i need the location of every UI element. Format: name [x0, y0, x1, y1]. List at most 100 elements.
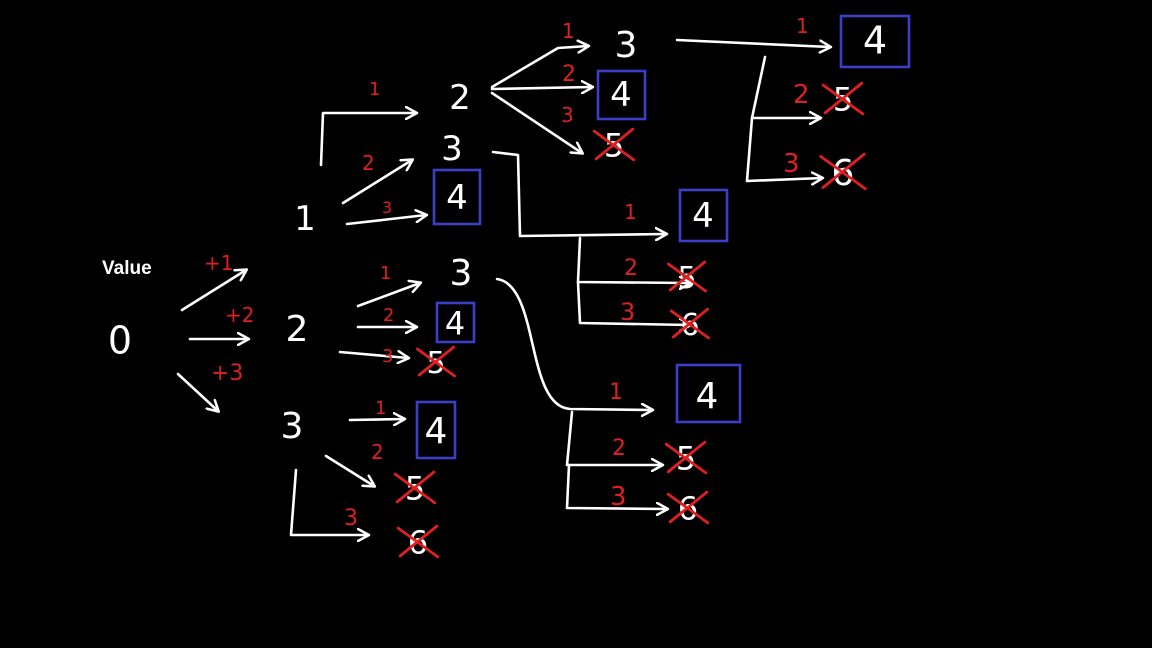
cross-mark-icon: [666, 490, 710, 525]
node-value: 3: [615, 25, 638, 66]
node-n2_3_6: 6: [666, 490, 710, 528]
node-value: 4: [696, 376, 719, 417]
node-n1_4: 4: [432, 168, 482, 226]
cross-mark-icon: [670, 307, 710, 340]
edge-arrow-n1_2_3-n1_2_3_5: [750, 55, 820, 118]
cross-mark-icon: [821, 81, 865, 116]
edge-arrow-n2_3-n2_3_5: [565, 410, 662, 465]
cross-mark-icon: [416, 345, 456, 378]
target-box: [675, 363, 742, 424]
edge-arrow-n0-n1: [180, 270, 246, 312]
node-n1_3: 3: [441, 129, 463, 169]
edge-label-n1_3-n1_3_5: 2: [624, 256, 638, 281]
edge-arrow-n1_2-n1_2_4: [490, 87, 592, 89]
edge-arrow-n3-n3_4: [348, 419, 404, 420]
cross-mark-icon: [664, 440, 708, 475]
node-value: 0: [108, 319, 132, 363]
edge-label-n0-n2: +2: [225, 303, 254, 327]
edge-arrow-n1_2-n1_2_3: [490, 46, 588, 89]
node-n1_2_3: 3: [615, 25, 638, 66]
edge-label-n0-n3: +3: [211, 361, 243, 386]
edge-label-n3-n3_4: 1: [375, 398, 386, 419]
cross-mark-icon: [592, 127, 636, 162]
target-box: [415, 400, 457, 460]
node-n3_6: 6: [396, 524, 440, 562]
node-value: 3: [281, 406, 304, 447]
edge-arrow-n0-n3: [176, 372, 218, 411]
node-value: 4: [692, 196, 714, 236]
cross-mark-icon: [667, 260, 707, 293]
edge-arrow-n2_3-n2_3_6: [565, 463, 667, 509]
edge-label-n2-n2_5: 3: [382, 346, 393, 367]
edge-label-n1_2_3-n1_2_3_4: 1: [796, 14, 809, 38]
edge-label-n3-n3_6: 3: [344, 506, 358, 531]
edge-arrow-n2_3-n2_3_4: [495, 277, 652, 410]
node-n2_3_4: 4: [675, 363, 742, 424]
node-n2: 2: [286, 309, 309, 350]
edge-label-n1-n1_2: 1: [369, 79, 380, 100]
edge-label-n1_3-n1_3_6: 3: [620, 298, 635, 326]
cross-mark-icon: [819, 152, 867, 191]
node-value: 4: [425, 411, 448, 452]
edge-labels-layer: +1 +2 +3 1 2 3 1 2 3 1 2 3 1 2 3 1 2 3 1 2 3 1 2 3: [204, 14, 810, 531]
node-n1_2_3_6: 6: [819, 152, 867, 194]
node-n1_3_5: 5: [667, 260, 707, 296]
edge-label-n1_2_3-n1_2_3_6: 3: [783, 149, 800, 179]
node-n2_3: 3: [450, 253, 473, 294]
target-box: [435, 301, 476, 344]
edge-arrow-n3-n3_6: [289, 468, 368, 535]
edges-layer: [176, 38, 830, 535]
edge-label-n2_3-n2_3_5: 2: [612, 436, 626, 461]
node-value: 1: [294, 199, 316, 239]
node-n3: 3: [281, 406, 304, 447]
node-n2_4: 4: [435, 301, 476, 344]
edge-arrow-n3-n3_5: [324, 454, 374, 486]
edge-arrow-n1_3-n1_3_6: [576, 280, 690, 325]
cross-mark-icon: [396, 524, 440, 559]
node-n1_2_5: 5: [592, 127, 636, 165]
edge-arrow-n1_3-n1_3_4: [491, 150, 666, 236]
node-n3_4: 4: [415, 400, 457, 460]
edge-arrow-n1_2-n1_2_5: [490, 91, 582, 153]
edge-label-n2_3-n2_3_6: 3: [610, 482, 627, 512]
node-n1_2_3_5: 5: [821, 81, 865, 119]
node-n1_2_3_4: 4: [839, 14, 911, 69]
edge-label-n2_3-n2_3_4: 1: [609, 380, 623, 405]
node-n2_5: 5: [416, 345, 456, 381]
target-box: [839, 14, 911, 69]
node-n0: 0: [108, 319, 132, 363]
edge-label-n3-n3_5: 2: [371, 440, 384, 464]
node-n1_3_6: 6: [670, 307, 710, 343]
node-n1: 1: [294, 199, 316, 239]
node-n1_2_4: 4: [596, 69, 647, 121]
edge-arrow-n1-n1_2: [319, 113, 416, 167]
node-n3_5: 5: [393, 470, 437, 508]
edge-label-n1-n1_3: 2: [362, 151, 375, 175]
edge-arrow-n1-n1_3: [341, 160, 412, 205]
edge-arrow-n1-n1_4: [345, 215, 426, 226]
edge-label-n1_2-n1_2_3: 1: [562, 19, 575, 43]
node-value: 4: [610, 75, 632, 115]
edge-label-n1-n1_4: 3: [382, 198, 392, 217]
node-value: 2: [449, 78, 471, 118]
edge-arrow-n1_2_3-n1_2_3_6: [745, 116, 822, 181]
target-box: [678, 188, 729, 243]
node-n1_2: 2: [449, 78, 471, 118]
edge-arrow-n1_2_3-n1_2_3_4: [675, 38, 830, 47]
edge-label-n1_2-n1_2_4: 2: [562, 62, 576, 87]
target-box: [596, 69, 647, 121]
edge-label-n2-n2_4: 2: [383, 305, 394, 326]
node-value: 3: [450, 253, 473, 294]
edge-label-n1_2-n1_2_5: 3: [561, 103, 574, 127]
edge-label-n0-n1: +1: [204, 251, 233, 275]
edge-label-n1_3-n1_3_4: 1: [624, 200, 637, 224]
cross-mark-icon: [393, 470, 437, 505]
value-title: Value: [102, 258, 152, 279]
node-value: 4: [445, 305, 465, 343]
edge-arrow-n2-n2_3: [356, 283, 420, 308]
node-n1_3_4: 4: [678, 188, 729, 243]
edge-label-n1_2_3-n1_2_3_5: 2: [793, 80, 810, 110]
node-n2_3_5: 5: [664, 440, 708, 478]
